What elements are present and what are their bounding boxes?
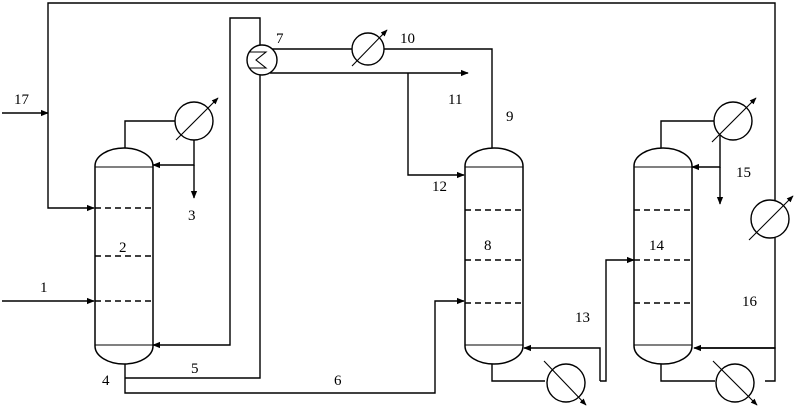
bottoms-line-4 [124,297,465,394]
label-11: 11 [448,92,462,108]
label-9: 9 [506,109,514,125]
label-12: 12 [432,179,447,195]
label-6: 6 [334,373,342,389]
column8-overhead-line-9 [270,48,493,148]
condenser-14-icon [711,97,757,143]
label-1: 1 [40,280,48,296]
heat-exchanger-7-icon [246,44,278,76]
condenser-2-icon [174,97,219,141]
label-14: 14 [649,238,665,254]
column-14 [633,147,693,365]
column8-reboiler-loop [491,348,601,382]
reboiler-14-icon [712,360,758,406]
line-5-to-exchanger [125,66,261,379]
column14-reboiler-loop [660,348,776,382]
exchanger-return-line [152,17,261,349]
label-15: 15 [736,165,751,181]
cooler-10-icon [351,29,388,67]
cooler-16-icon [748,195,794,241]
column-8 [464,147,524,365]
label-5: 5 [191,361,199,377]
bottoms-line-13 [600,256,635,382]
label-8: 8 [484,238,492,254]
column-2 [94,147,154,365]
label-3: 3 [188,208,196,224]
reboiler-8-icon [543,360,587,406]
label-16: 16 [742,294,758,310]
label-2: 2 [119,240,127,256]
label-13: 13 [575,310,590,326]
line-12-feed [407,73,465,179]
label-7: 7 [276,31,284,47]
label-10: 10 [400,31,415,47]
label-17: 17 [14,92,30,108]
label-4: 4 [102,373,110,389]
